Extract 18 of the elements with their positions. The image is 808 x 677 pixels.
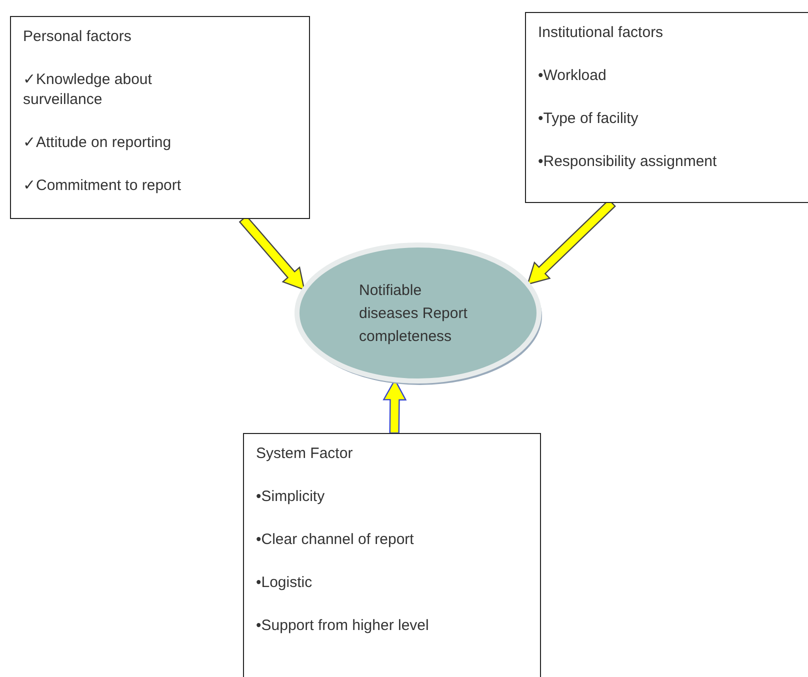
list-item: ✓Knowledge about surveillance bbox=[23, 70, 153, 110]
list-item: •Type of facility bbox=[538, 109, 640, 129]
factor-box bbox=[243, 433, 541, 677]
heading-text: Institutional factors bbox=[538, 23, 664, 43]
outcome-ellipse bbox=[292, 240, 544, 386]
list-item: •Simplicity bbox=[256, 487, 326, 507]
list-item: •Support from higher level bbox=[256, 616, 430, 636]
list-item: •Clear channel of report bbox=[256, 530, 415, 550]
list-item: •Workload bbox=[538, 66, 608, 86]
factor-box bbox=[10, 16, 310, 219]
factor-box bbox=[525, 12, 808, 203]
list-item: •Logistic bbox=[256, 573, 314, 593]
list-item: •Responsibility assignment bbox=[538, 152, 718, 172]
heading-text: Notifiable diseases Report completeness bbox=[359, 280, 468, 346]
heading-text: Personal factors bbox=[23, 27, 132, 47]
list-item: ✓Commitment to report bbox=[23, 176, 182, 196]
heading-text: System Factor bbox=[256, 444, 354, 464]
list-item: ✓Attitude on reporting bbox=[23, 133, 172, 153]
